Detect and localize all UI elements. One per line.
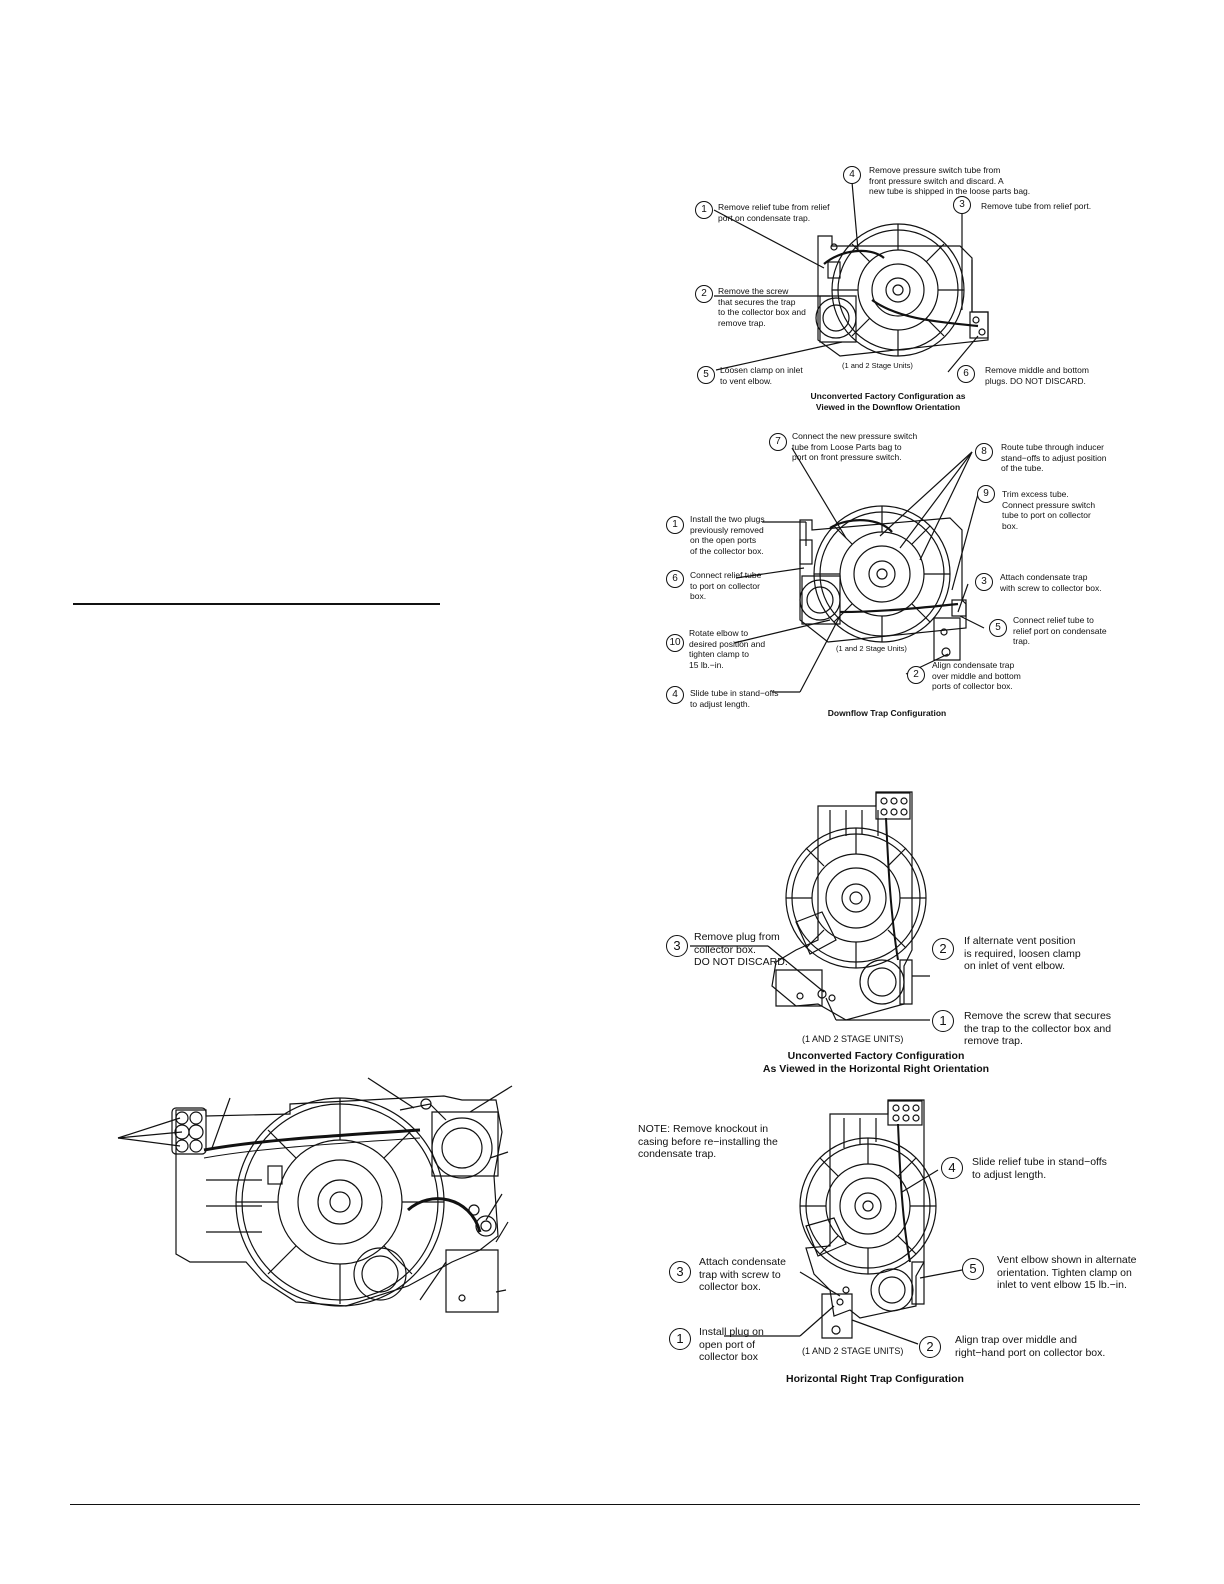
inducer-assembly-downflow-trap bbox=[799, 505, 967, 661]
leaders-left-figure bbox=[117, 1077, 513, 1301]
leaders-d2 bbox=[733, 447, 985, 693]
callout-text-1: Install the two plugs previously removed… bbox=[690, 514, 765, 556]
callout-text-2: Align trap over middle and right−hand po… bbox=[955, 1334, 1106, 1359]
callout-text-1: Install plug on open port of collector b… bbox=[699, 1326, 764, 1363]
callout-number-6: 6 bbox=[957, 365, 975, 383]
leaders-d1 bbox=[713, 181, 979, 373]
callout-text-5: Connect relief tube to relief port on co… bbox=[1013, 615, 1107, 646]
callout-text-5: Loosen clamp on inlet to vent elbow. bbox=[720, 365, 803, 386]
callout-text-10: Rotate elbow to desired position and tig… bbox=[689, 628, 766, 670]
figure-caption: Horizontal Right Trap Configuration bbox=[786, 1373, 964, 1385]
callout-text-6: Remove middle and bottom plugs. DO NOT D… bbox=[985, 365, 1089, 386]
callout-text-8: Route tube through inducer stand−offs to… bbox=[1001, 442, 1107, 473]
callout-text-2: If alternate vent position is required, … bbox=[964, 935, 1081, 972]
callout-number-8: 8 bbox=[975, 443, 993, 461]
callout-text-4: Slide relief tube in stand−offs to adjus… bbox=[972, 1156, 1107, 1181]
callout-number-4: 4 bbox=[843, 166, 861, 184]
callout-number-3: 3 bbox=[975, 573, 993, 591]
callout-number-3: 3 bbox=[953, 196, 971, 214]
callout-number-2: 2 bbox=[907, 666, 925, 684]
callout-text-1: Remove relief tube from relief port on c… bbox=[718, 202, 830, 223]
callout-number-7: 7 bbox=[769, 433, 787, 451]
callout-text-6: Connect relief tube to port on collector… bbox=[690, 570, 762, 601]
figure-caption: Unconverted Factory Configuration As Vie… bbox=[762, 1050, 990, 1075]
note-text: NOTE: Remove knockout in casing before r… bbox=[638, 1123, 778, 1160]
callout-number-4: 4 bbox=[666, 686, 684, 704]
callout-number-2: 2 bbox=[695, 285, 713, 303]
inducer-assembly-horizontal-unconverted bbox=[771, 791, 927, 1021]
callout-text-3: Remove tube from relief port. bbox=[981, 201, 1092, 211]
callout-text-9: Trim excess tube. Connect pressure switc… bbox=[1002, 489, 1096, 531]
callout-text-3: Remove plug from collector box. DO NOT D… bbox=[694, 931, 788, 968]
callout-text-3: Attach condensate trap with screw to col… bbox=[699, 1256, 786, 1293]
figure-caption: Downflow Trap Configuration bbox=[827, 708, 947, 718]
callout-number-6: 6 bbox=[666, 570, 684, 588]
inducer-assembly-horizontal-trap bbox=[799, 1099, 937, 1339]
callout-number-5: 5 bbox=[989, 619, 1007, 637]
callout-number-10: 10 bbox=[666, 634, 684, 652]
callout-number-1: 1 bbox=[666, 516, 684, 534]
leaders-d4 bbox=[724, 1169, 963, 1345]
callout-number-3: 3 bbox=[666, 935, 688, 957]
callout-number-2: 2 bbox=[919, 1336, 941, 1358]
leaders-d3 bbox=[690, 945, 930, 1021]
subcaption: (1 and 2 Stage Units) bbox=[842, 361, 913, 370]
figure-caption: Unconverted Factory Configuration as Vie… bbox=[810, 391, 966, 412]
callout-number-3: 3 bbox=[669, 1261, 691, 1283]
callout-number-4: 4 bbox=[941, 1157, 963, 1179]
callout-text-1: Remove the screw that secures the trap t… bbox=[964, 1010, 1112, 1047]
callout-number-2: 2 bbox=[932, 938, 954, 960]
callout-text-7: Connect the new pressure switch tube fro… bbox=[792, 431, 918, 462]
callout-text-2: Align condensate trap over middle and bo… bbox=[932, 660, 1021, 691]
callout-number-9: 9 bbox=[977, 485, 995, 503]
footer-rule bbox=[70, 1504, 1140, 1505]
section-rule bbox=[73, 603, 440, 605]
callout-text-5: Vent elbow shown in alternate orientatio… bbox=[997, 1254, 1137, 1291]
callout-text-4: Slide tube in stand−offs to adjust lengt… bbox=[690, 688, 779, 709]
callout-number-1: 1 bbox=[669, 1328, 691, 1350]
subcaption: (1 AND 2 STAGE UNITS) bbox=[802, 1034, 904, 1044]
callout-text-4: Remove pressure switch tube from front p… bbox=[869, 165, 1031, 196]
inducer-assembly-left-figure bbox=[171, 1095, 503, 1313]
subcaption: (1 and 2 Stage Units) bbox=[836, 644, 907, 653]
subcaption: (1 AND 2 STAGE UNITS) bbox=[802, 1346, 904, 1356]
callout-number-5: 5 bbox=[697, 366, 715, 384]
inducer-assembly-downflow-unconverted bbox=[815, 223, 989, 357]
callout-number-5: 5 bbox=[962, 1258, 984, 1280]
callout-text-2: Remove the screw that secures the trap t… bbox=[718, 286, 806, 328]
callout-number-1: 1 bbox=[932, 1010, 954, 1032]
callout-text-3: Attach condensate trap with screw to col… bbox=[1000, 572, 1102, 593]
callout-number-1: 1 bbox=[695, 201, 713, 219]
